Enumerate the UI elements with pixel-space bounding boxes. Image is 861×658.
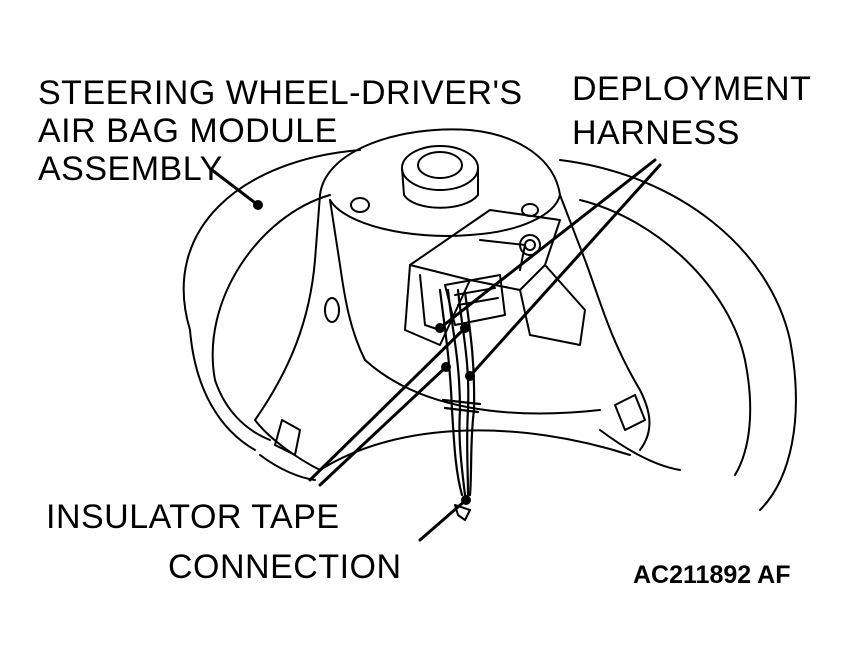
leader-connection: [418, 498, 468, 542]
hub-left-side: [254, 194, 321, 421]
label-steering-wheel-line1: STEERING WHEEL-DRIVER'S: [38, 74, 523, 112]
right-spoke-lower: [599, 429, 681, 471]
center-boss-side: [401, 167, 479, 209]
wheel-rim-lower-left: [189, 329, 256, 451]
hub-hole-1: [350, 197, 370, 213]
hub-body-left: [319, 128, 561, 196]
leader-lines: [210, 158, 662, 542]
hub-hole-2: [324, 297, 340, 323]
module-bracket-right: [519, 264, 586, 346]
leader-tape-a: [308, 326, 467, 482]
bracket-bolt-inner: [524, 239, 536, 251]
right-spoke-pad: [614, 394, 646, 431]
dot-wheel: [253, 200, 263, 210]
leader-harness-a: [438, 158, 657, 330]
leader-wheel: [210, 168, 260, 207]
right-spoke-top: [639, 389, 651, 451]
dot-harness-b: [465, 371, 475, 381]
hub-left-side-inner: [329, 199, 366, 361]
figure-code: AC211892 AF: [633, 561, 791, 589]
dot-connection: [461, 495, 471, 505]
dot-tape-b: [441, 362, 451, 372]
hub-right-side: [559, 194, 641, 391]
label-connection: CONNECTION: [168, 548, 402, 586]
harness-end-clip: [454, 504, 471, 521]
label-deployment-harness-line2: HARNESS: [572, 114, 740, 152]
bracket-bolt: [519, 234, 541, 256]
label-deployment-harness-line1: DEPLOYMENT: [572, 70, 812, 108]
label-insulator-tape: INSULATOR TAPE: [46, 498, 340, 536]
deployment-harness-wires: [438, 288, 482, 497]
label-steering-wheel-line3: ASSEMBLY: [38, 150, 223, 188]
dot-tape-a: [460, 323, 470, 333]
module-bracket-face: [404, 264, 471, 346]
left-spoke-top: [254, 419, 321, 471]
leader-harness-b: [468, 163, 662, 378]
module-bracket-inner: [419, 274, 441, 331]
dot-harness-a: [435, 323, 445, 333]
left-spoke-pad: [274, 419, 301, 456]
label-steering-wheel-line2: AIR BAG MODULE: [38, 112, 338, 150]
lower-rim-arc: [319, 429, 631, 471]
leader-dots: [253, 200, 475, 505]
center-boss-inner: [417, 151, 463, 179]
leader-tape-b: [318, 365, 448, 487]
lower-hub-edge: [364, 359, 601, 415]
wheel-rim-lower-left-inner: [214, 379, 271, 441]
wheel-rim-inner: [211, 194, 752, 476]
wheel-rim-outer: [182, 149, 797, 511]
left-spoke-bottom: [259, 454, 316, 481]
hub-top-face: [329, 194, 561, 237]
